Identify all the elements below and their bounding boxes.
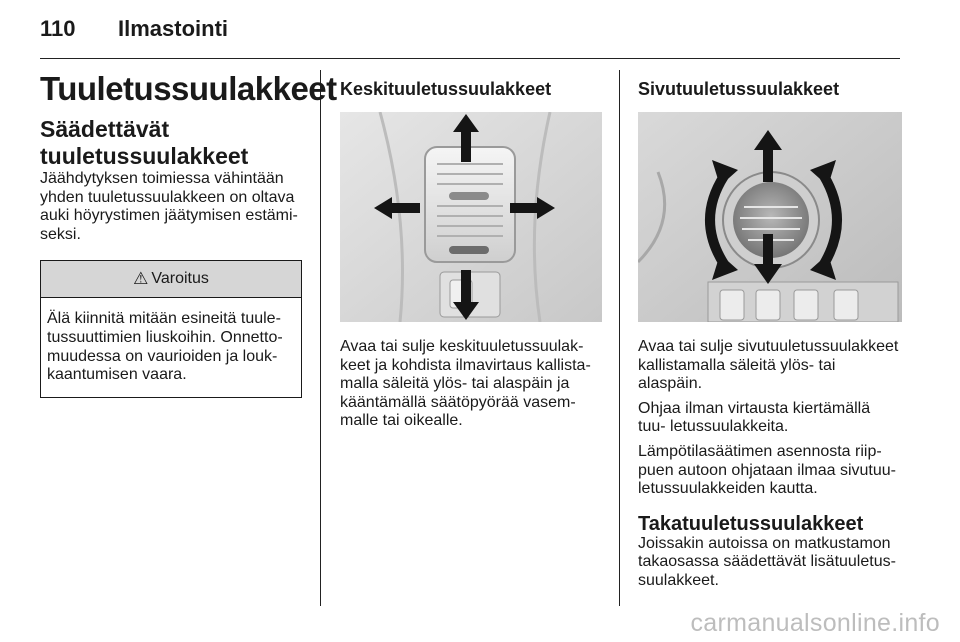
- side-vent-arrows-illustration: [638, 112, 902, 322]
- rear-vents-text: Joissakin autoissa on matkustamon takaos…: [638, 534, 896, 589]
- side-vents-heading: Sivutuuletussuulakkeet: [638, 79, 840, 99]
- column-3: Sivutuuletussuulakkeet: [638, 68, 902, 591]
- center-vents-text: Avaa tai sulje keskituuletussuulak- keet…: [340, 338, 591, 430]
- column-divider-left: [320, 70, 321, 606]
- watermark: carmanualsonline.info: [690, 609, 940, 637]
- warning-body: Älä kiinnitä mitään esineitä tuule- tuss…: [41, 298, 301, 396]
- center-vents-heading: Keskituuletussuulakkeet: [340, 79, 552, 99]
- section-title: Tuuletussuulakkeet: [40, 70, 337, 107]
- subsection-title: Säädettävät tuuletussuulakkeet: [40, 116, 249, 169]
- warning-box: ⚠ Varoitus Älä kiinnitä mitään esineitä …: [40, 260, 302, 398]
- warning-triangle-icon: ⚠: [133, 269, 149, 289]
- intro-paragraph: Jäähdytyksen toimiessa vähintään yhden t…: [40, 170, 298, 243]
- page-number: 110: [40, 16, 76, 41]
- side-vents-text-1: Avaa tai sulje sivutuuletussuulakkeet ka…: [638, 338, 899, 393]
- center-vent-arrows-illustration: [340, 112, 602, 322]
- rear-vents-heading: Takatuuletussuulakkeet: [638, 512, 864, 535]
- warning-title: Varoitus: [151, 270, 209, 288]
- column-divider-right: [619, 70, 620, 606]
- warning-header: ⚠ Varoitus: [41, 261, 301, 299]
- side-vents-text-3: Lämpötilasäätimen asennosta riip- puen a…: [638, 442, 896, 498]
- warning-text: Älä kiinnitä mitään esineitä tuule- tuss…: [47, 310, 283, 384]
- header-rule: [40, 58, 900, 59]
- column-2: Keskituuletussuulakkeet: [340, 68, 602, 431]
- chapter-title: Ilmastointi: [118, 16, 229, 41]
- side-vents-text-2: Ohjaa ilman virtausta kiertämällä tuu- l…: [638, 399, 871, 436]
- column-1: Tuuletussuulakkeet Säädettävät tuuletuss…: [40, 68, 337, 398]
